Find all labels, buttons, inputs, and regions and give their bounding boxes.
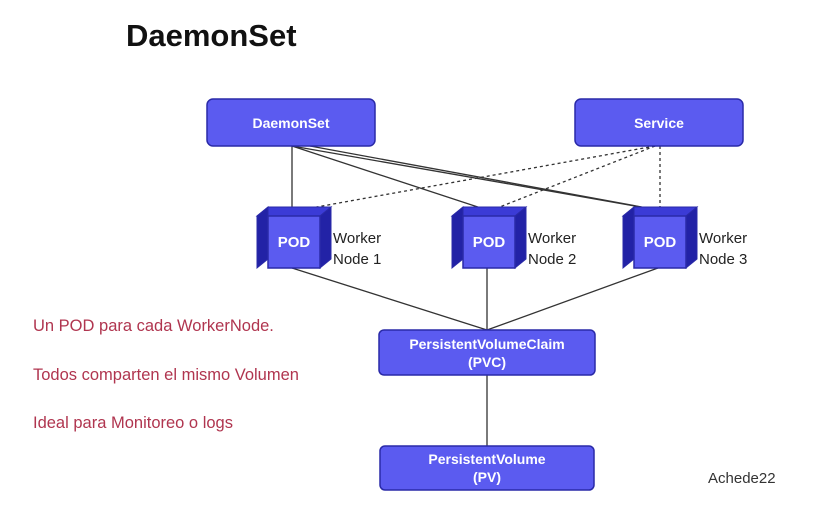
service-connectors [299, 145, 661, 211]
author-credit: Achede22 [708, 470, 776, 487]
service-link-pod1 [299, 145, 656, 211]
service-link-pod2 [491, 145, 656, 211]
note-one-pod-per-node: Un POD para cada WorkerNode. [33, 317, 274, 335]
worker-node-3-line1: Worker [699, 230, 747, 247]
daemonset-node: DaemonSet [206, 98, 376, 147]
connector-pod3-pvc [486, 267, 659, 331]
pvc-box [378, 329, 596, 376]
pod-1-front [267, 215, 321, 269]
pvc-node: PersistentVolumeClaim (PVC) [378, 329, 596, 376]
pod-2-front [462, 215, 516, 269]
worker-node-2-line2: Node 2 [528, 251, 576, 268]
worker-node-1-line1: Worker [333, 230, 381, 247]
worker-node-2-line1: Worker [528, 230, 576, 247]
pod-1-left [256, 205, 269, 270]
service-box [574, 98, 744, 147]
pod-3-side [685, 205, 698, 270]
note-monitoring-logs: Ideal para Monitoreo o logs [33, 414, 233, 432]
connector-daemonset-pod2 [291, 145, 488, 211]
pv-node: PersistentVolume (PV) [379, 445, 595, 491]
pv-box [379, 445, 595, 491]
pod-2-label: POD [473, 234, 506, 251]
pvc-label-line2: (PVC) [468, 354, 506, 370]
pvc-label-line1: PersistentVolumeClaim [409, 336, 564, 352]
connectors [291, 145, 659, 446]
pod-2-left [451, 205, 464, 270]
connector-pod1-pvc [291, 267, 488, 331]
pod-3-left [622, 205, 635, 270]
worker-node-3-line2: Node 3 [699, 251, 747, 268]
worker-node-1-line2: Node 1 [333, 251, 381, 268]
daemonset-label: DaemonSet [252, 115, 329, 131]
pod-1-side [319, 205, 332, 270]
pv-label-line2: (PV) [473, 469, 501, 485]
pod-1: POD [255, 205, 333, 270]
pod-3-front [633, 215, 687, 269]
connector-daemonset-pod3b [309, 145, 659, 211]
pv-label-line1: PersistentVolume [428, 451, 545, 467]
pod-3: POD [621, 205, 699, 270]
note-shared-volume: Todos comparten el mismo Volumen [33, 366, 299, 384]
pod-2: POD [450, 205, 528, 270]
page-title: DaemonSet [126, 18, 297, 53]
service-node: Service [574, 98, 744, 147]
pod-1-label: POD [278, 234, 311, 251]
pod-3-label: POD [644, 234, 677, 251]
service-label: Service [634, 115, 684, 131]
daemonset-box [206, 98, 376, 147]
pod-2-side [514, 205, 527, 270]
